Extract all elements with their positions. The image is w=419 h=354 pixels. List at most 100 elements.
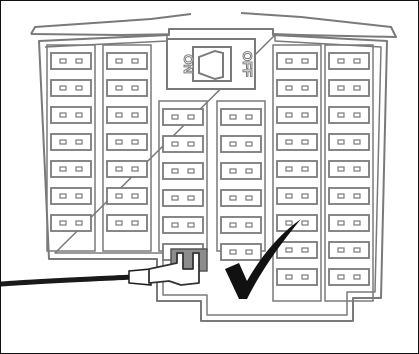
- fuse-terminal: [285, 139, 293, 145]
- fuse-terminal: [285, 193, 293, 199]
- fuse-slot-body: [50, 133, 92, 151]
- fuse-slot: [276, 106, 318, 124]
- fuse-slot-body: [50, 187, 92, 205]
- fuse-slot-body: [162, 216, 204, 234]
- fuse-terminal: [285, 220, 293, 226]
- fuse-slot-body: [50, 106, 92, 124]
- fuse-terminal: [301, 85, 309, 91]
- fuse-terminal: [337, 139, 345, 145]
- fuse-terminal: [285, 58, 293, 64]
- fuse-terminal: [337, 247, 345, 253]
- fuse-slot-body: [328, 79, 370, 97]
- fuse-slot: [106, 106, 148, 124]
- fuse-terminal: [229, 222, 237, 228]
- fuse-slot: [276, 133, 318, 151]
- fuse-terminal: [353, 112, 361, 118]
- fuse-terminal: [75, 58, 83, 64]
- fuse-slot-body: [276, 241, 318, 259]
- fuse-terminal: [285, 274, 293, 280]
- fuse-terminal: [187, 195, 195, 201]
- fuse-slot-body: [106, 106, 148, 124]
- fuse-slot: [328, 133, 370, 151]
- fuse-terminal: [115, 58, 123, 64]
- fuse-terminal: [337, 85, 345, 91]
- fuse-slot-body: [220, 108, 262, 126]
- fuse-slot-body: [106, 214, 148, 232]
- fuse-slot: [106, 214, 148, 232]
- fuse-terminal: [301, 193, 309, 199]
- fuse-terminal: [301, 166, 309, 172]
- fuse-terminal: [301, 58, 309, 64]
- fuse-slot-body: [220, 135, 262, 153]
- fuse-terminal: [285, 247, 293, 253]
- fuse-terminal: [285, 112, 293, 118]
- fuse-columns: [46, 44, 374, 302]
- fuse-terminal: [115, 85, 123, 91]
- fuse-slot: [328, 52, 370, 70]
- fuse-slot: [106, 52, 148, 70]
- fuse-column-c6: [324, 44, 374, 302]
- fuse-slot-body: [220, 162, 262, 180]
- fuse-slot-body: [106, 79, 148, 97]
- fuse-terminal: [171, 222, 179, 228]
- fuse-terminal: [245, 141, 253, 147]
- fuse-terminal: [285, 85, 293, 91]
- fuse-slot: [106, 187, 148, 205]
- fuse-slot: [162, 162, 204, 180]
- fuse-slot: [50, 106, 92, 124]
- fuse-slot: [328, 79, 370, 97]
- fuse-slot: [50, 133, 92, 151]
- fuse-terminal: [171, 195, 179, 201]
- fuse-slot-body: [276, 133, 318, 151]
- fuse-slot: [220, 162, 262, 180]
- fuse-terminal: [353, 220, 361, 226]
- fuse-slot: [276, 241, 318, 259]
- fuse-terminal: [245, 114, 253, 120]
- fuse-column-c2: [102, 44, 152, 252]
- fuse-slot-body: [328, 187, 370, 205]
- fuse-slot-body: [50, 52, 92, 70]
- fuse-tap-inserted: [148, 248, 208, 286]
- fuse-slot: [50, 187, 92, 205]
- switch-on-label: ON: [181, 54, 196, 74]
- fuse-terminal: [229, 168, 237, 174]
- add-a-circuit-cable: [1, 268, 156, 287]
- fuse-terminal: [301, 220, 309, 226]
- fuse-terminal: [59, 58, 67, 64]
- fuse-terminal: [131, 193, 139, 199]
- fuse-terminal: [229, 249, 237, 255]
- fuse-slot: [50, 52, 92, 70]
- fuse-slot-body: [106, 133, 148, 151]
- fuse-terminal: [115, 139, 123, 145]
- fuse-column-c4: [216, 100, 266, 261]
- fuse-terminal: [115, 112, 123, 118]
- fuse-slot: [328, 187, 370, 205]
- fuse-terminal: [245, 249, 253, 255]
- fuse-slot-body: [162, 162, 204, 180]
- fuse-column-tray: [102, 44, 152, 252]
- fuse-terminal: [353, 193, 361, 199]
- fuse-terminal: [301, 247, 309, 253]
- fuse-slot: [106, 160, 148, 178]
- fuse-slot-body: [328, 106, 370, 124]
- fuse-terminal: [187, 114, 195, 120]
- fuse-terminal: [75, 220, 83, 226]
- fuse-slot-body: [328, 133, 370, 151]
- fuse-slot: [276, 52, 318, 70]
- fuse-terminal: [245, 195, 253, 201]
- fuse-slot: [220, 216, 262, 234]
- fuse-slot: [328, 268, 370, 286]
- fuse-slot: [162, 189, 204, 207]
- fuse-terminal: [353, 274, 361, 280]
- switch-lever: [198, 49, 224, 81]
- fuse-slot: [162, 216, 204, 234]
- fuse-terminal: [131, 112, 139, 118]
- fuse-terminal: [75, 193, 83, 199]
- fuse-terminal: [59, 112, 67, 118]
- checkmark-icon: [225, 219, 301, 299]
- fuse-slot: [276, 79, 318, 97]
- fuse-slot-body: [50, 160, 92, 178]
- fuse-terminal: [75, 112, 83, 118]
- fuse-slot: [50, 160, 92, 178]
